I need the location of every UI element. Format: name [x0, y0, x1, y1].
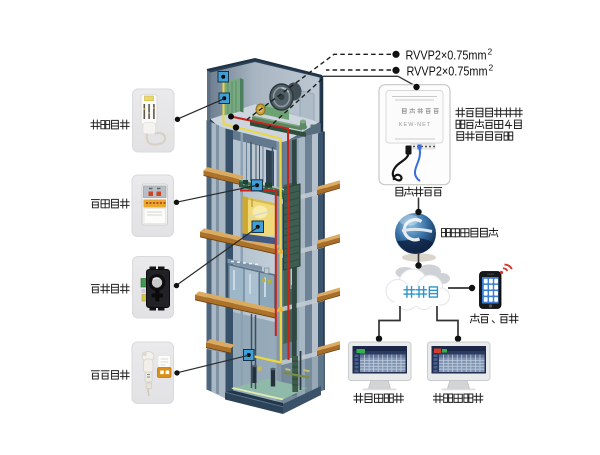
svg-text:2: 2 [488, 47, 493, 57]
svg-text:2: 2 [489, 63, 494, 73]
svg-text:RVVP2×0.75mm: RVVP2×0.75mm [407, 65, 488, 79]
svg-text:KEW-NET: KEW-NET [399, 122, 431, 128]
svg-text:RVVP2×0.75mm: RVVP2×0.75mm [406, 48, 487, 62]
